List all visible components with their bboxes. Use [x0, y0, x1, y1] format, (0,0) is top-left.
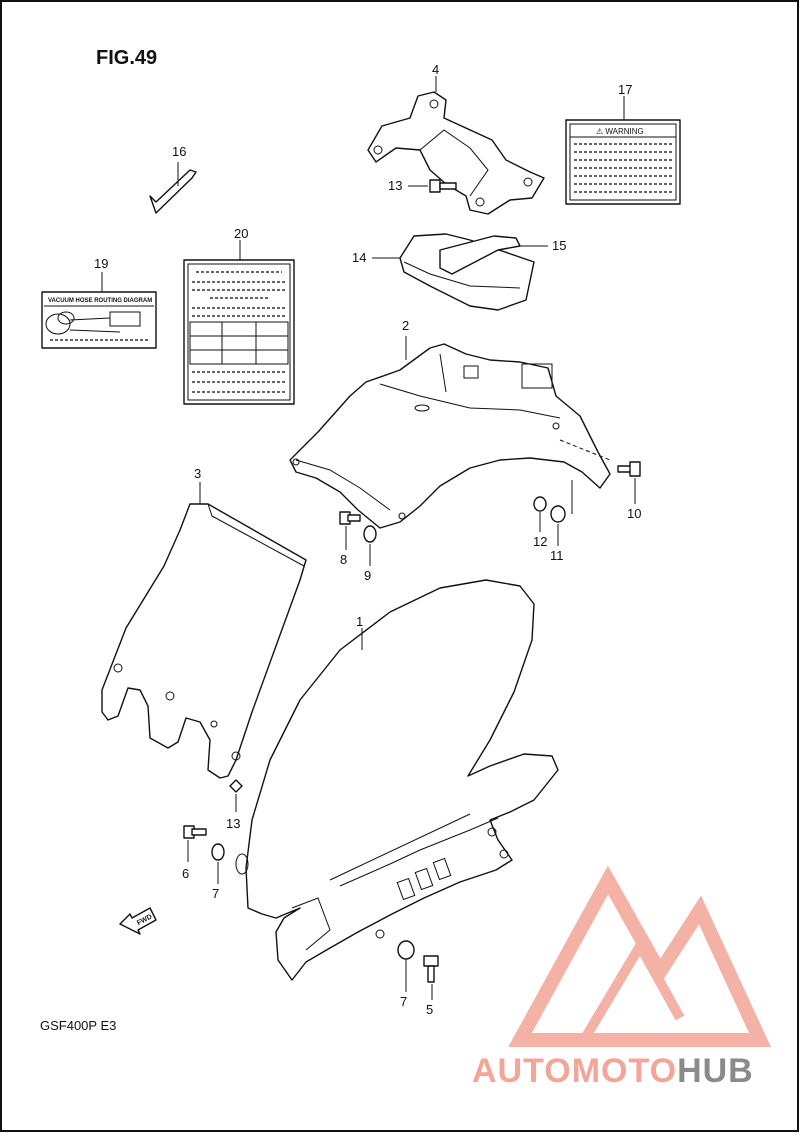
part-2-rear-fender	[289, 336, 611, 529]
model-code: GSF400P E3	[40, 1018, 116, 1033]
callout-13: 13	[226, 816, 240, 831]
part-14-bolt	[408, 179, 457, 193]
callout-6: 6	[182, 866, 189, 881]
callout-5: 5	[426, 1002, 433, 1017]
callout-12: 12	[533, 534, 547, 549]
warning-label-header: ⚠ WARNING	[596, 127, 644, 136]
part-12-grommet	[533, 496, 547, 532]
part-4-bracket	[367, 76, 545, 215]
callout-8: 8	[340, 552, 347, 567]
callout-11: 11	[550, 548, 564, 563]
watermark-part1: AUTOMOTO	[472, 1052, 677, 1090]
part-11-collar	[550, 480, 573, 546]
fwd-arrow-icon: FWD	[119, 907, 157, 935]
part-5-bolt	[423, 955, 439, 1000]
callout-7-left: 7	[212, 886, 219, 901]
part-15-tray	[372, 233, 535, 311]
part-17-hex-key	[149, 162, 197, 214]
callout-16: 15	[552, 238, 566, 253]
part-16-strap	[439, 235, 548, 275]
callout-20: 20	[234, 226, 248, 241]
part-7-washer-bottom	[397, 940, 415, 992]
watermark-mountain-icon	[508, 865, 771, 1047]
part-13-nut	[229, 779, 243, 812]
callout-3: 3	[194, 466, 201, 481]
part-18-warning-label: ⚠ WARNING	[565, 96, 681, 205]
callout-14: 13	[388, 178, 402, 193]
callout-17: 16	[172, 144, 186, 159]
callout-10: 10	[627, 506, 641, 521]
watermark-part2: HUB	[677, 1052, 754, 1090]
callout-1: 1	[356, 614, 363, 629]
callout-18: 17	[618, 82, 632, 97]
callout-9: 9	[364, 568, 371, 583]
watermark-text: AUTOMOTOHUB	[472, 1052, 754, 1090]
part-9-washer	[363, 525, 377, 566]
part-1-rear-hugger	[235, 579, 559, 981]
part-19-vacuum-hose-label: VACUUM HOSE ROUTING DIAGRAM	[41, 272, 157, 349]
part-10-bolt	[617, 461, 641, 504]
callout-4: 4	[432, 62, 439, 77]
figure-title: FIG.49	[96, 47, 157, 69]
callout-19: 19	[94, 256, 108, 271]
watermark-logo	[508, 865, 771, 1047]
vacuum-label-header: VACUUM HOSE ROUTING DIAGRAM	[48, 298, 152, 304]
part-20-emission-label	[183, 240, 295, 405]
part-3-mud-flap	[101, 482, 307, 779]
callout-15: 14	[352, 250, 366, 265]
callout-7-bottom: 7	[400, 994, 407, 1009]
callout-2: 2	[402, 318, 409, 333]
part-8-bolt	[339, 511, 361, 550]
part-7-washer-left	[211, 843, 225, 884]
part-6-bolt	[183, 825, 207, 862]
